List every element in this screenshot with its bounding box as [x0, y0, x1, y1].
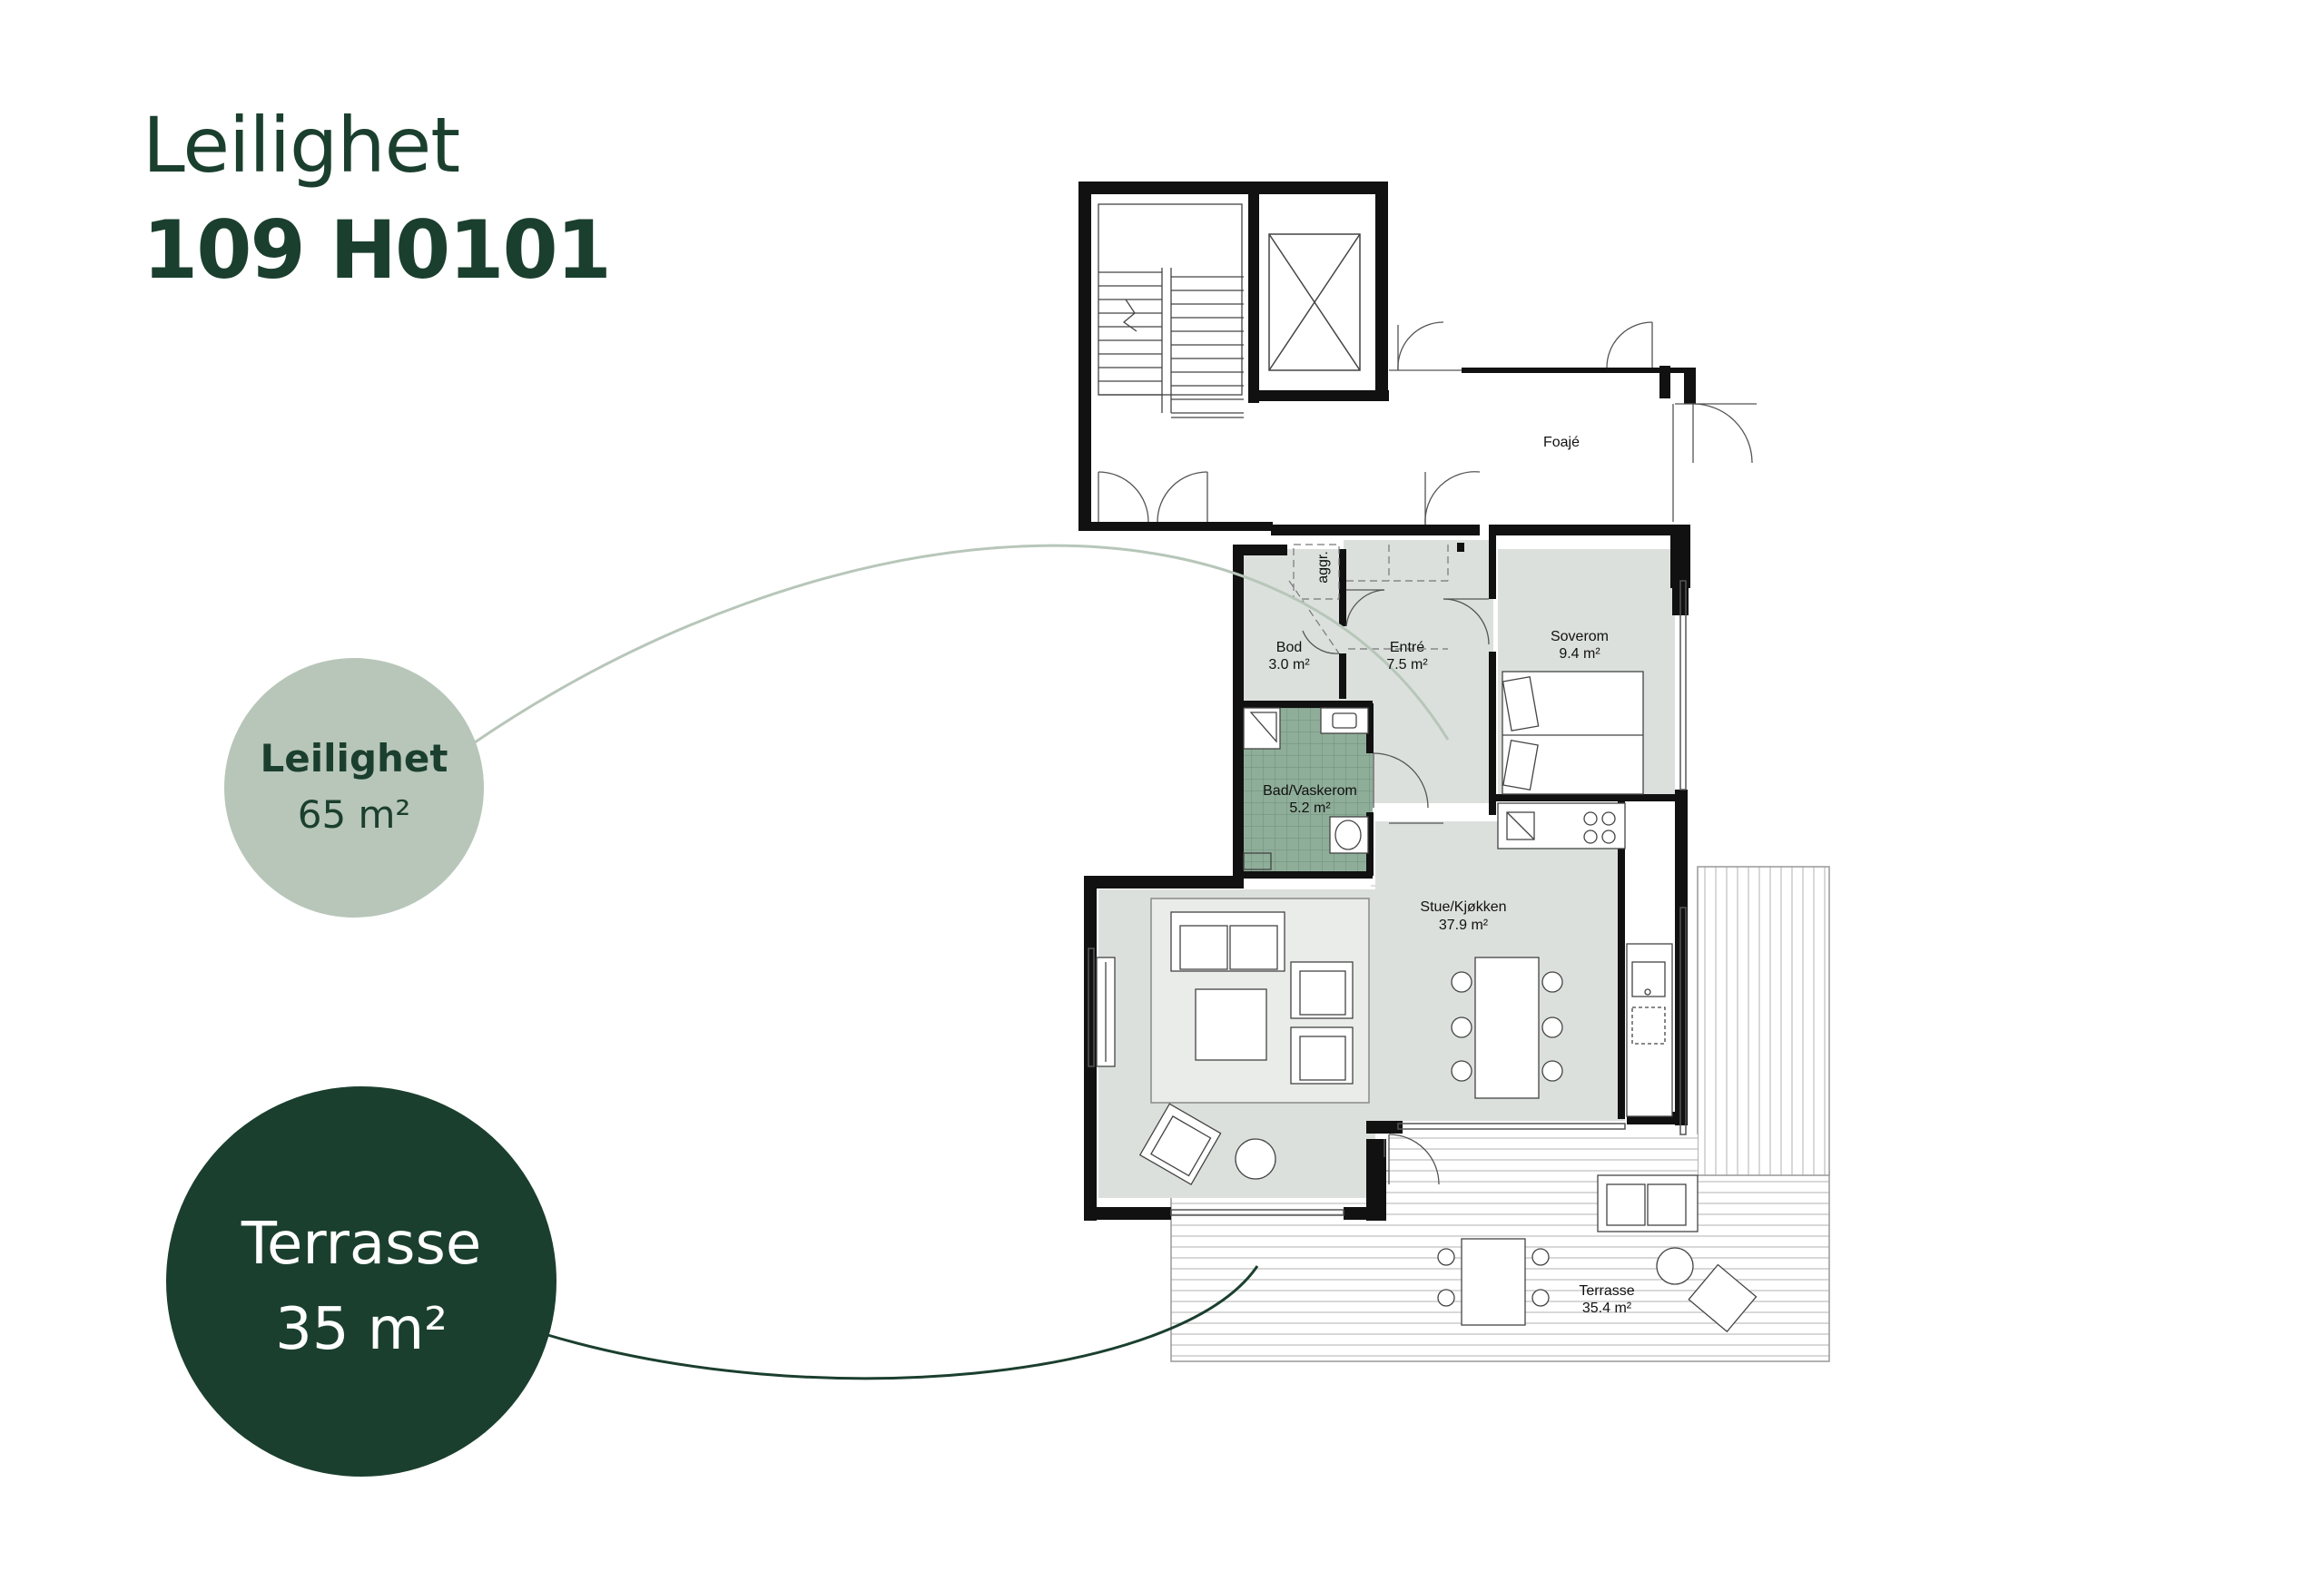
bod-area: 3.0 m² [1268, 657, 1310, 673]
windows [1088, 580, 1687, 1216]
terrace-leader-line [544, 1265, 1259, 1380]
staircase [1098, 203, 1244, 418]
bath-fixtures [1243, 707, 1369, 870]
terrace-area-circle [166, 1086, 556, 1477]
apartment-circle-area: 65 m² [298, 792, 411, 837]
terrace-furniture [1437, 1174, 1758, 1333]
living-area: 37.9 m² [1439, 918, 1489, 933]
apartment-number: 109 H0101 [143, 203, 612, 297]
bedroom-area: 9.4 m² [1559, 646, 1600, 662]
terrace-label: Terrasse [1579, 1283, 1634, 1299]
closet-outlines [1288, 544, 1449, 654]
apartment-area-circle [224, 658, 484, 918]
bath-label: Bad/Vaskerom [1263, 783, 1357, 799]
aggr-label: aggr. [1315, 551, 1331, 584]
bedroom-bed [1502, 671, 1644, 795]
foyer-label: Foajé [1543, 435, 1580, 450]
interior-doors [1302, 589, 1490, 1185]
bath-area: 5.2 m² [1289, 800, 1331, 816]
living-furniture [1096, 911, 1563, 1185]
apartment-leader-line [471, 544, 1450, 746]
walls [1078, 182, 1696, 1221]
entre-label: Entré [1390, 640, 1424, 655]
bod-label: Bod [1276, 640, 1302, 655]
bedroom-label: Soverom [1551, 629, 1609, 644]
apartment-circle-label: Leilighet [261, 736, 448, 781]
terrace-circle-label: Terrasse [241, 1211, 481, 1278]
terrace-area: 35.4 m² [1582, 1301, 1632, 1316]
elevator-shaft [1268, 233, 1361, 371]
living-label: Stue/Kjøkken [1420, 899, 1506, 915]
terrace-circle-area: 35 m² [275, 1296, 448, 1363]
kitchen-counter [1497, 802, 1673, 1117]
entre-area: 7.5 m² [1386, 657, 1428, 673]
foyer-outline [1098, 321, 1757, 525]
apartment-heading-label: Leilighet [143, 101, 460, 190]
